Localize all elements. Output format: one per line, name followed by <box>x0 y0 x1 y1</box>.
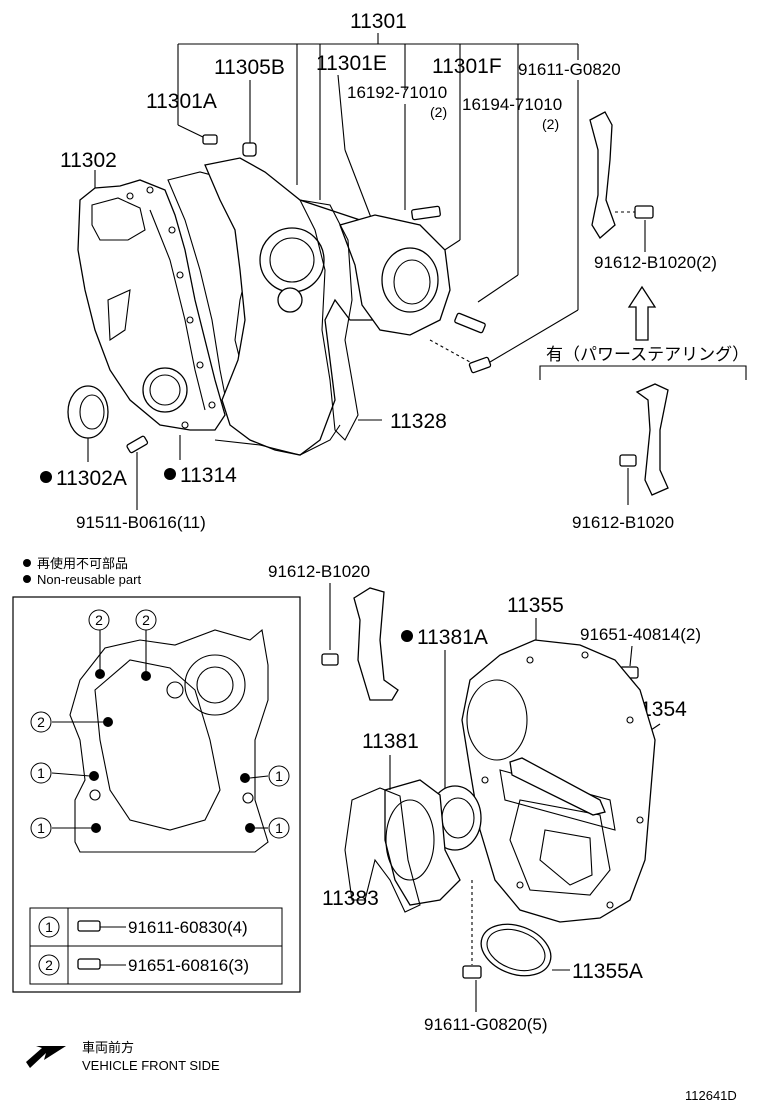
label-16194-71010: 16194-71010 <box>462 95 562 114</box>
bolt-91611-g0820-top <box>429 339 492 374</box>
label-11381a: 11381A <box>417 626 488 649</box>
label-91611-g0820-5: 91611-G0820(5) <box>424 1015 548 1034</box>
label-16192-qty: (2) <box>430 104 447 120</box>
label-11305b: 11305B <box>214 56 285 79</box>
legend-en: Non-reusable part <box>37 572 141 587</box>
timing-cover-11302 <box>77 179 226 431</box>
label-11355: 11355 <box>507 594 564 617</box>
bracket-lower-mid <box>353 587 399 701</box>
label-11301e: 11301E <box>316 52 387 75</box>
svg-text:2: 2 <box>95 612 103 628</box>
non-reusable-marker-11302a <box>40 471 52 483</box>
housing-11301e <box>339 214 451 336</box>
label-11355a: 11355A <box>572 960 643 983</box>
svg-text:1: 1 <box>275 768 283 784</box>
legend-jp: 再使用不可部品 <box>37 556 128 571</box>
pin-11301a <box>202 134 218 145</box>
label-11328: 11328 <box>390 410 447 433</box>
label-11381: 11381 <box>362 730 419 753</box>
label-11301: 11301 <box>350 10 407 33</box>
svg-text:1: 1 <box>37 765 45 781</box>
bolt-1-part-number: 91611-60830(4) <box>128 918 248 937</box>
oil-seal-11302a <box>67 385 109 462</box>
callout-circles: 2 2 2 1 1 1 1 <box>30 609 290 839</box>
label-91612-b1020-2: 91612-B1020(2) <box>594 253 717 272</box>
gasket-11383 <box>344 787 421 913</box>
bolt-91611-g0820-5 <box>462 880 482 1012</box>
gasket-outline-detail <box>69 628 269 853</box>
callout-leaders <box>51 630 269 829</box>
leader-91651 <box>629 645 633 667</box>
label-91651-40814: 91651-40814(2) <box>580 625 701 644</box>
stud-16192 <box>411 205 441 221</box>
bolt-location-box <box>12 596 301 993</box>
bolt-table: 1 2 91611-60830(4) 91651-60816(3) <box>29 907 283 985</box>
label-11383: 11383 <box>322 887 379 910</box>
label-91511-b0616: 91511-B0616(11) <box>76 513 206 532</box>
legend-dot-jp <box>23 559 31 567</box>
diagram-id: 112641D <box>685 1088 737 1103</box>
label-11301a: 11301A <box>146 90 217 113</box>
svg-text:1: 1 <box>45 919 53 935</box>
bolt-91612-lower <box>321 653 339 666</box>
retainer-11381 <box>384 779 461 906</box>
bolt-2-part-number: 91651-60816(3) <box>128 956 249 975</box>
label-11301f: 11301F <box>432 55 502 78</box>
stud-16194 <box>454 312 486 334</box>
svg-text:1: 1 <box>37 820 45 836</box>
svg-text:2: 2 <box>37 714 45 730</box>
bracket-lower-right <box>619 383 669 505</box>
label-16192-71010: 16192-71010 <box>347 83 447 102</box>
label-91612-b1020-right: 91612-B1020 <box>572 513 674 532</box>
gasket-11328 <box>299 199 359 441</box>
non-reusable-marker-11314 <box>164 468 176 480</box>
svg-text:1: 1 <box>275 820 283 836</box>
label-91611-g0820: 91611-G0820 <box>518 60 621 79</box>
arrow-up-icon <box>627 285 657 341</box>
bolt-hole-markers <box>89 669 255 833</box>
label-11302a: 11302A <box>56 467 127 490</box>
dowel-11305b <box>242 142 257 157</box>
label-11314: 11314 <box>180 464 237 487</box>
legend-dot-en <box>23 575 31 583</box>
front-side-jp: 車両前方 <box>82 1040 134 1055</box>
arrow-down-left-icon <box>26 1046 66 1068</box>
label-16194-qty: (2) <box>542 116 559 132</box>
o-ring-11355a <box>480 923 570 977</box>
bracket-upper-right <box>589 111 654 252</box>
stiffener-11354 <box>509 757 606 816</box>
label-power-steering: 有（パワーステアリング） <box>546 345 749 364</box>
front-side-en: VEHICLE FRONT SIDE <box>82 1058 220 1073</box>
svg-text:2: 2 <box>142 612 150 628</box>
non-reusable-marker-11381a <box>401 630 413 642</box>
bracket-11301 <box>177 33 579 200</box>
svg-text:2: 2 <box>45 957 53 973</box>
leader-lines-top <box>94 58 579 363</box>
label-91612-b1020-lower: 91612-B1020 <box>268 562 370 581</box>
power-steering-bracket <box>539 365 747 380</box>
label-11302: 11302 <box>60 149 117 172</box>
bolt-91511-b0616 <box>126 435 149 510</box>
